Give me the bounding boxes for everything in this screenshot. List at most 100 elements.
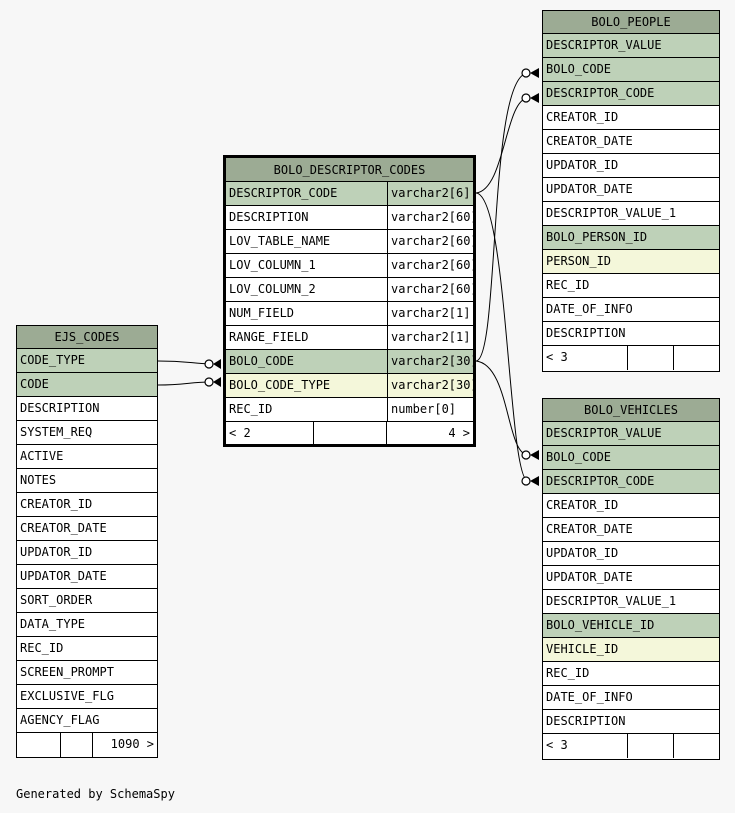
footer-spacer bbox=[628, 346, 674, 370]
column-row: BOLO_CODE varchar2[30] bbox=[226, 350, 478, 374]
column-row: NUM_FIELD varchar2[1] bbox=[226, 302, 473, 326]
column-name: SYSTEM_REQ bbox=[20, 425, 93, 439]
column-name: REC_ID bbox=[546, 278, 590, 292]
table-bolo-vehicles[interactable]: BOLO_VEHICLES DESCRIPTOR_VALUE BOLO_CODE… bbox=[542, 398, 720, 760]
table-title[interactable]: BOLO_VEHICLES bbox=[543, 399, 719, 422]
column-name: CREATOR_DATE bbox=[20, 521, 107, 535]
column-row: NOTES bbox=[17, 469, 157, 493]
column-name: UPDATOR_DATE bbox=[546, 182, 633, 196]
column-row: UPDATOR_ID bbox=[543, 154, 719, 178]
column-row: LOV_COLUMN_2 varchar2[60] bbox=[226, 278, 478, 302]
table-title[interactable]: BOLO_DESCRIPTOR_CODES bbox=[226, 158, 473, 182]
column-name: DESCRIPTION bbox=[229, 210, 309, 224]
crowfoot-people-descriptor-code-circle bbox=[521, 93, 531, 103]
column-name: UPDATOR_ID bbox=[546, 158, 619, 172]
column-name: LOV_TABLE_NAME bbox=[229, 234, 331, 248]
column-row: CREATOR_ID bbox=[17, 493, 157, 517]
column-row: CREATOR_DATE bbox=[543, 518, 719, 542]
parents-count[interactable]: < 2 bbox=[226, 422, 314, 446]
column-name: NOTES bbox=[20, 473, 57, 487]
link-ejs-code-type-to-bolo-code bbox=[157, 360, 211, 365]
parents-count bbox=[17, 733, 61, 757]
column-name: BOLO_CODE bbox=[546, 62, 612, 76]
column-name: BOLO_PERSON_ID bbox=[546, 230, 648, 244]
crowfoot-bolo-code-type-circle bbox=[204, 377, 214, 387]
column-type: varchar2[30] bbox=[387, 350, 478, 373]
column-row: DESCRIPTION bbox=[543, 710, 719, 734]
children-count bbox=[674, 734, 719, 758]
column-row: VEHICLE_ID bbox=[543, 638, 719, 662]
column-type: varchar2[60] bbox=[387, 254, 478, 277]
column-type: varchar2[6] bbox=[387, 182, 473, 205]
column-name: DESCRIPTOR_CODE bbox=[546, 474, 655, 488]
parents-count[interactable]: < 3 bbox=[543, 734, 628, 758]
column-name: UPDATOR_DATE bbox=[20, 569, 107, 583]
column-row: EXCLUSIVE_FLG bbox=[17, 685, 157, 709]
column-row: SCREEN_PROMPT bbox=[17, 661, 157, 685]
crowfoot-people-bolo-code-circle bbox=[521, 68, 531, 78]
column-name: SORT_ORDER bbox=[20, 593, 93, 607]
column-row: UPDATOR_ID bbox=[17, 541, 157, 565]
children-count bbox=[674, 346, 719, 370]
column-type: varchar2[1] bbox=[387, 302, 473, 325]
column-row: BOLO_VEHICLE_ID bbox=[543, 614, 719, 638]
link-ejs-code-to-bolo-code-type bbox=[157, 381, 211, 386]
column-name: CREATOR_ID bbox=[546, 498, 619, 512]
crowfoot-vehicles-descriptor-code-circle bbox=[521, 476, 531, 486]
column-name: BOLO_VEHICLE_ID bbox=[546, 618, 655, 632]
column-type: varchar2[30] bbox=[387, 374, 478, 397]
column-name: BOLO_CODE bbox=[229, 354, 295, 368]
column-row: DESCRIPTOR_CODE varchar2[6] bbox=[226, 182, 473, 206]
column-row: PERSON_ID bbox=[543, 250, 719, 274]
column-row: LOV_COLUMN_1 varchar2[60] bbox=[226, 254, 478, 278]
column-name: CODE_TYPE bbox=[20, 353, 86, 367]
column-row: ACTIVE bbox=[17, 445, 157, 469]
table-title[interactable]: EJS_CODES bbox=[17, 326, 157, 349]
column-name: DATE_OF_INFO bbox=[546, 302, 633, 316]
column-name: SCREEN_PROMPT bbox=[20, 665, 114, 679]
column-name: RANGE_FIELD bbox=[229, 330, 309, 344]
column-name: PERSON_ID bbox=[546, 254, 612, 268]
column-name: NUM_FIELD bbox=[229, 306, 295, 320]
column-row: DESCRIPTION varchar2[60] bbox=[226, 206, 478, 230]
table-bolo-people[interactable]: BOLO_PEOPLE DESCRIPTOR_VALUE BOLO_CODE D… bbox=[542, 10, 720, 372]
table-footer: < 2 4 > bbox=[226, 422, 473, 446]
children-count[interactable]: 1090 > bbox=[110, 737, 154, 751]
children-count[interactable]: 4 > bbox=[448, 426, 470, 440]
parents-count[interactable]: < 3 bbox=[543, 346, 628, 370]
column-name: UPDATOR_ID bbox=[546, 546, 619, 560]
column-name: DESCRIPTION bbox=[546, 326, 626, 340]
column-name: ACTIVE bbox=[20, 449, 64, 463]
column-row: DESCRIPTION bbox=[543, 322, 719, 346]
column-row: BOLO_CODE_TYPE varchar2[30] bbox=[226, 374, 478, 398]
table-ejs-codes[interactable]: EJS_CODES CODE_TYPE CODE DESCRIPTION SYS… bbox=[16, 325, 158, 758]
column-row: BOLO_CODE bbox=[543, 446, 719, 470]
crowfoot-vehicles-bolo-code-circle bbox=[521, 450, 531, 460]
column-name: EXCLUSIVE_FLG bbox=[20, 689, 114, 703]
column-row: UPDATOR_DATE bbox=[543, 566, 719, 590]
column-row: CODE_TYPE bbox=[17, 349, 157, 373]
table-bolo-descriptor-codes[interactable]: BOLO_DESCRIPTOR_CODES DESCRIPTOR_CODE va… bbox=[223, 155, 478, 447]
column-row: REC_ID bbox=[543, 274, 719, 298]
column-name: LOV_COLUMN_1 bbox=[229, 258, 316, 272]
column-name: CODE bbox=[20, 377, 49, 391]
footer-spacer bbox=[628, 734, 674, 758]
column-row: AGENCY_FLAG bbox=[17, 709, 157, 733]
column-row: RANGE_FIELD varchar2[1] bbox=[226, 326, 473, 350]
column-row: SORT_ORDER bbox=[17, 589, 157, 613]
link-bolo-code-to-people-bolo-code bbox=[475, 72, 529, 362]
table-title[interactable]: BOLO_PEOPLE bbox=[543, 11, 719, 34]
column-row: UPDATOR_DATE bbox=[543, 178, 719, 202]
column-row: DESCRIPTOR_CODE bbox=[543, 82, 719, 106]
column-name: CREATOR_DATE bbox=[546, 522, 633, 536]
column-row: SYSTEM_REQ bbox=[17, 421, 157, 445]
column-name: DESCRIPTOR_VALUE bbox=[546, 38, 662, 52]
column-name: BOLO_CODE bbox=[546, 450, 612, 464]
footer-spacer bbox=[61, 733, 93, 757]
column-row: DESCRIPTION bbox=[17, 397, 157, 421]
table-footer: < 3 bbox=[543, 346, 719, 370]
column-row: LOV_TABLE_NAME varchar2[60] bbox=[226, 230, 478, 254]
column-name: CREATOR_DATE bbox=[546, 134, 633, 148]
column-name: AGENCY_FLAG bbox=[20, 713, 100, 727]
column-row: DESCRIPTOR_VALUE_1 bbox=[543, 202, 719, 226]
